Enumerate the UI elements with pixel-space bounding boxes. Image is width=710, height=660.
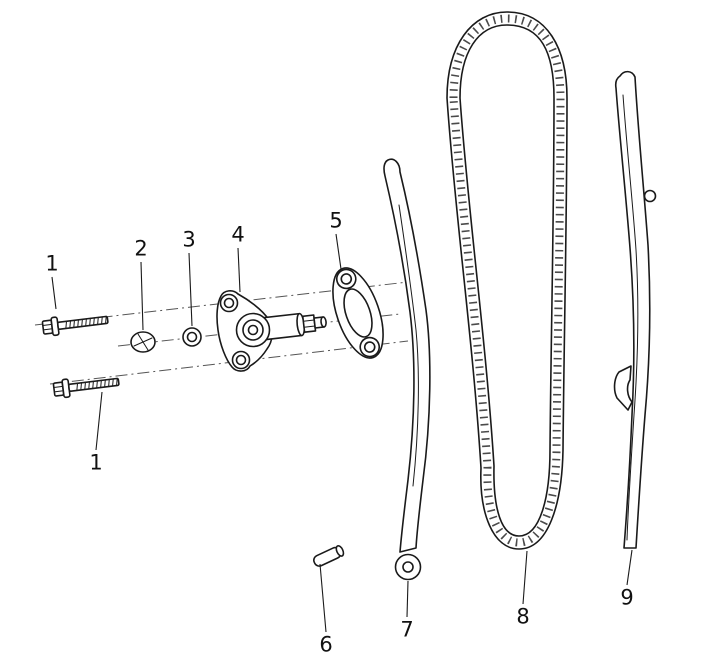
pin-end (335, 544, 345, 557)
tensioner-tip-end (320, 316, 327, 328)
bolt-hex-facets (42, 323, 53, 331)
guide-rail-peg (643, 189, 657, 203)
part-label-6: 6 (319, 632, 333, 657)
leader-line-6 (319, 563, 327, 633)
chain-links (449, 14, 565, 547)
part-label-3: 3 (182, 227, 196, 252)
tensioner-guide-blade-icon (383, 158, 431, 581)
leader-line-4 (237, 247, 241, 293)
tensioner-hex-facets (302, 319, 316, 328)
leader-line-2 (140, 261, 144, 331)
tensioner-ear-lower-hole (235, 354, 247, 366)
leader-line-1b (95, 391, 103, 451)
leader-lines (51, 233, 633, 633)
bolt-shaft (56, 315, 109, 330)
bolt-threads (76, 377, 118, 391)
dowel-pin-icon (313, 544, 345, 567)
flange-bolt-upper-icon (41, 315, 109, 337)
gasket-opening (343, 288, 373, 338)
guide-rail-channel (622, 94, 639, 541)
guide-rail-bracket (613, 365, 633, 411)
part-label-9: 9 (620, 585, 634, 610)
o-ring-icon (182, 327, 202, 347)
part-label-1a: 1 (45, 251, 59, 276)
guide-pivot-hole (402, 561, 414, 573)
leader-line-7 (406, 580, 409, 618)
leader-line-1a (51, 276, 57, 310)
leader-line-5 (335, 233, 342, 270)
part-label-1b: 1 (89, 450, 103, 475)
leader-line-8 (522, 550, 528, 605)
leader-line-9 (626, 549, 633, 586)
gasket-hole-upper (340, 273, 353, 285)
guide-blade-channel (398, 204, 419, 487)
cap-cross-slot (133, 333, 153, 351)
screw-cap-icon (130, 331, 156, 353)
bolt-threads (65, 315, 107, 329)
gasket-icon (332, 267, 384, 359)
guide-rail-body (614, 70, 651, 549)
part-label-5: 5 (329, 208, 343, 233)
tensioner-ear-upper-hole (223, 297, 235, 309)
part-label-2: 2 (134, 236, 148, 261)
chain-inner-edge (459, 24, 555, 537)
part-label-8: 8 (516, 604, 530, 629)
bolt-shaft (67, 377, 120, 392)
tensioner-plunger (262, 312, 327, 341)
guide-blade-body (383, 158, 431, 553)
leader-line-3 (188, 252, 193, 327)
o-ring-inner (186, 331, 198, 343)
chain-tensioner-icon (216, 290, 327, 372)
part-label-4: 4 (231, 222, 245, 247)
part-label-7: 7 (400, 617, 414, 642)
cam-chain-icon (446, 11, 568, 550)
gasket-hole-lower (363, 341, 376, 353)
flange-bolt-lower-icon (52, 377, 120, 399)
bolt-hex-facets (53, 385, 64, 393)
tensioner-boss-center (247, 324, 259, 336)
chain-guide-rail-icon (613, 70, 657, 549)
